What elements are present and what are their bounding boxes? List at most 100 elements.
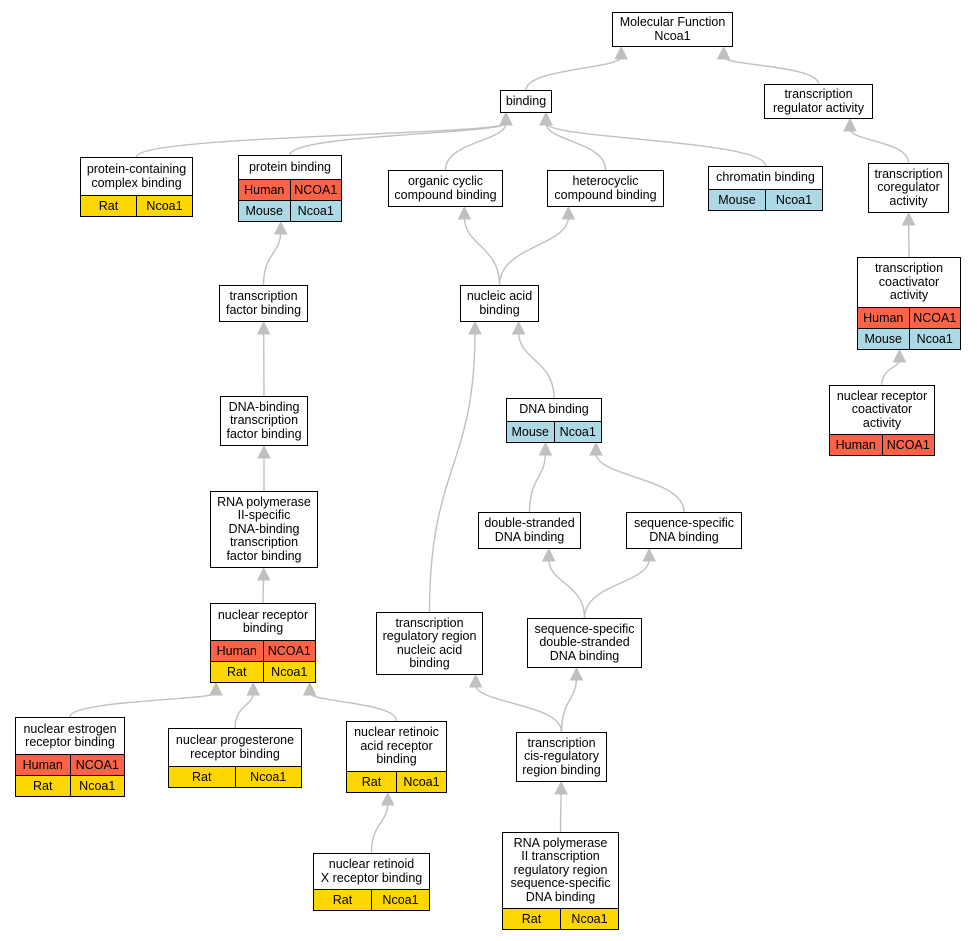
term-label-line: coactivator	[851, 402, 913, 417]
term-label-line: double-stranded	[539, 635, 630, 650]
term-label-line: complex binding	[91, 175, 182, 190]
term-label-line: regulatory region	[382, 629, 477, 643]
term-label-line: RNA polymerase	[513, 835, 608, 850]
species-cell: Rat	[227, 665, 247, 679]
term-label: chromatin binding	[709, 167, 822, 189]
edge-db-to-nab	[517, 331, 555, 399]
gene-cell: NCOA1	[881, 435, 935, 455]
edge-trrnab-to-nab	[428, 331, 476, 613]
term-label-line: DNA-binding	[228, 399, 300, 414]
term-label-line: binding	[409, 656, 450, 670]
term-label-line: binding	[242, 621, 284, 635]
term-label-line: activity	[862, 415, 902, 430]
arrowhead	[539, 111, 553, 126]
term-label-line: cis-regulatory	[523, 749, 599, 764]
edge-ssdb-to-db	[595, 452, 685, 513]
term-label-line: Ncoa1	[654, 28, 691, 43]
term-label-line: nucleic acid	[466, 289, 533, 303]
species-cell: Human	[244, 183, 285, 197]
edge-nab-to-hcb	[498, 216, 570, 286]
species-cell: Human	[216, 644, 257, 658]
term-label-line: transcription	[527, 735, 596, 750]
term-label-line: factor binding	[226, 548, 302, 563]
arrowhead	[541, 547, 556, 562]
term-label-line: factor binding	[225, 302, 302, 317]
arrowhead	[642, 547, 656, 562]
term-label-line: transcription	[229, 289, 298, 303]
gene-cell: Ncoa1	[371, 890, 429, 910]
term-label-line: transcription	[874, 261, 944, 276]
term-label-line: DNA binding	[649, 529, 719, 544]
arrowhead	[257, 444, 271, 459]
term-label-line: compound binding	[554, 187, 657, 202]
term-label-line: DNA binding	[494, 529, 565, 544]
arrowhead	[892, 348, 907, 363]
term-label-line: nuclear receptor	[836, 388, 928, 403]
term-label: protein binding	[239, 156, 341, 179]
term-label-line: activity	[889, 288, 929, 303]
term-label-line: acid receptor	[360, 738, 433, 753]
arrowhead	[246, 681, 261, 696]
term-label-line: sequence-specific	[534, 621, 635, 636]
term-label-line: transcription	[874, 166, 943, 181]
edge-pb-to-binding	[289, 122, 507, 156]
arrowhead	[468, 320, 482, 335]
species-cell: Rat	[192, 770, 212, 784]
term-label-line: coactivator	[878, 274, 940, 289]
arrowhead	[380, 791, 395, 806]
arrowhead	[273, 220, 288, 235]
edge-nab-to-occb	[463, 216, 501, 286]
gene-cell: NCOA1	[262, 641, 316, 661]
term-label-line: heterocyclic	[572, 174, 639, 188]
arrowhead	[843, 117, 857, 132]
edge-nerb-to-nrb	[69, 692, 217, 718]
species-cell: Rat	[332, 893, 353, 907]
term-label-line: regulatory region	[513, 862, 608, 877]
term-node-binding[interactable]: binding	[500, 90, 552, 113]
term-label-line: region binding	[522, 762, 601, 777]
edge-dsdb-to-db	[528, 452, 547, 513]
edge-occb-to-binding	[444, 122, 507, 171]
edge-tra-to-mf	[722, 56, 820, 85]
term-label-line: nuclear retinoid	[328, 857, 415, 871]
